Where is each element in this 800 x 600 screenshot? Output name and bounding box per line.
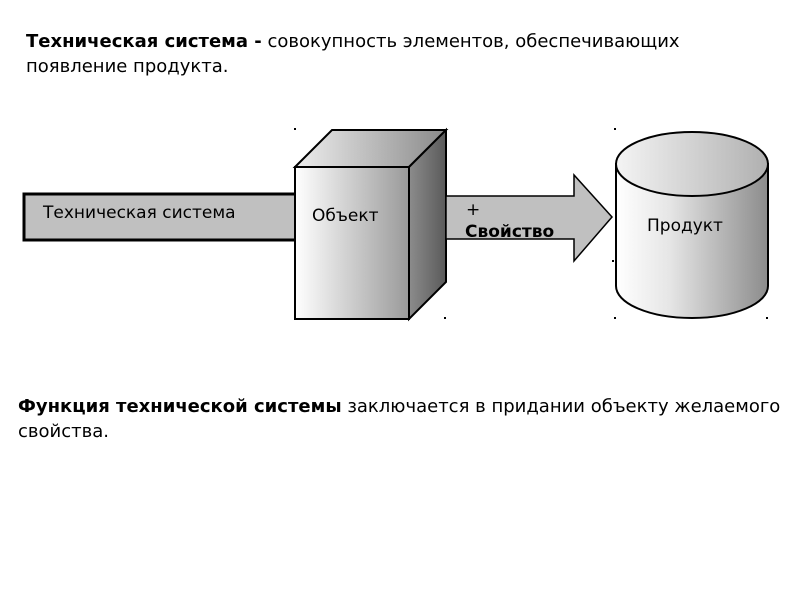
object-label: Объект [312,206,379,226]
selection-dots [294,128,768,319]
arrow-label: Свойство [465,222,554,242]
definition-text: совокупность элементов, обеспечивающих п… [26,31,680,77]
arrow-plus: + [466,200,480,220]
function-text: заключается в придании объекту желаемого… [18,396,781,442]
object-cube [292,127,449,322]
function-paragraph: Функция технической системы заключается … [18,394,788,444]
system-label: Техническая система [42,203,236,223]
function-term: Функция технической системы [18,396,342,417]
product-cylinder [615,131,769,319]
property-arrow [445,173,614,264]
definition-term: Техническая система - [26,31,262,52]
product-label: Продукт [647,216,723,236]
definition-paragraph: Техническая система - совокупность элеме… [26,29,786,79]
